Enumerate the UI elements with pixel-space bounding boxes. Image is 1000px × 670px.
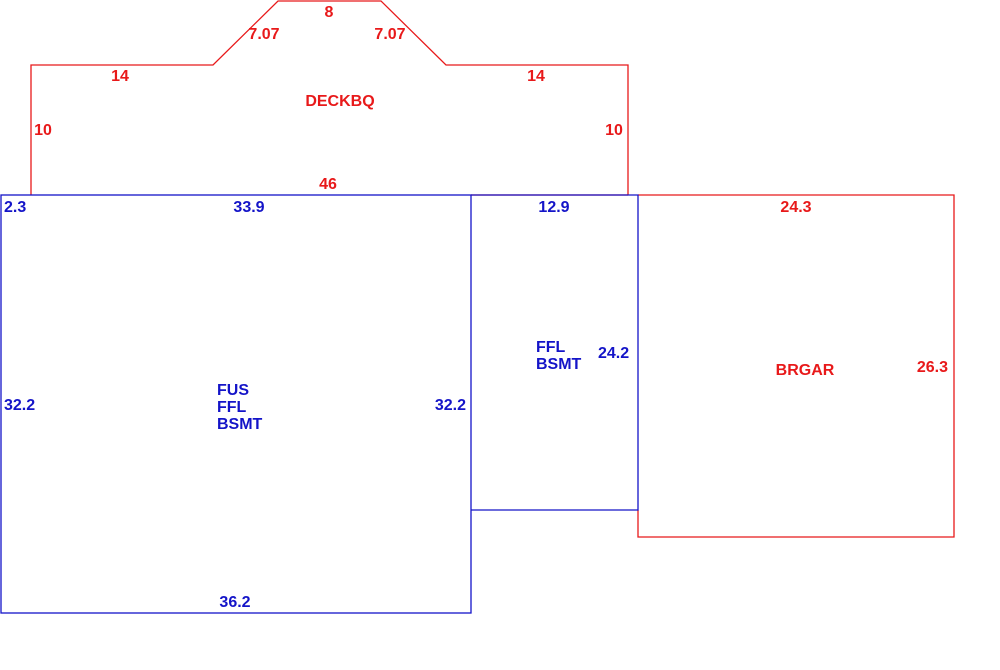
- main-section-label-line-2: FFL: [217, 399, 247, 416]
- deck-side-left-dimension: 10: [34, 122, 52, 139]
- deck-upper-right-dimension: 14: [527, 68, 545, 85]
- deck-diag-left-dimension: 7.07: [248, 26, 279, 43]
- middle-section-label-line-2: BSMT: [536, 356, 582, 373]
- garage-outline: [637, 194, 955, 538]
- deck-upper-left-dimension: 14: [111, 68, 129, 85]
- main-right-dimension: 32.2: [435, 397, 466, 414]
- main-section-label-line-1: FUS: [217, 382, 249, 399]
- middle-section-label-line-1: FFL: [536, 339, 566, 356]
- garage-name-label: BRGAR: [776, 362, 835, 379]
- deck-diag-right-dimension: 7.07: [374, 26, 405, 43]
- main-section-outline: [0, 194, 472, 614]
- main-corner-dimension: 2.3: [4, 199, 26, 216]
- deck-name-label: DECKBQ: [305, 93, 374, 110]
- main-bottom-dimension: 36.2: [219, 594, 250, 611]
- main-top-dimension: 33.9: [233, 199, 264, 216]
- deck-side-right-dimension: 10: [605, 122, 623, 139]
- deck-top-dimension: 8: [325, 4, 334, 21]
- garage-top-dimension: 24.3: [780, 199, 811, 216]
- main-left-dimension: 32.2: [4, 397, 35, 414]
- garage-right-dimension: 26.3: [917, 359, 948, 376]
- main-section-label-line-3: BSMT: [217, 416, 263, 433]
- deck-outline: [30, 0, 629, 195]
- deck-bottom-dimension: 46: [319, 176, 337, 193]
- middle-top-dimension: 12.9: [538, 199, 569, 216]
- middle-section-outline: [471, 194, 639, 511]
- middle-right-dimension: 24.2: [598, 345, 629, 362]
